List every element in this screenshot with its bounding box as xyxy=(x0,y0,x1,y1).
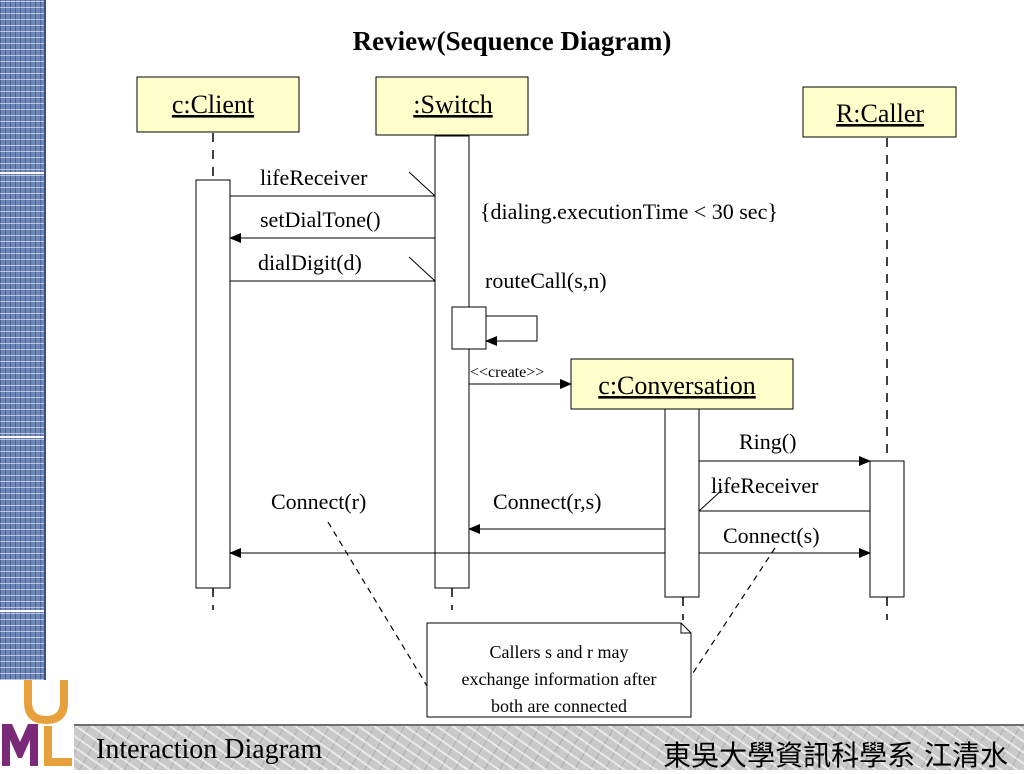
footer-left-text: Interaction Diagram xyxy=(96,734,323,765)
object-switch-label: :Switch xyxy=(413,90,492,119)
object-client-label: c:Client xyxy=(172,90,255,119)
msg-life-receiver-2: lifeReceiver xyxy=(711,473,819,498)
msg-route-call: routeCall(s,n) xyxy=(485,268,607,293)
object-caller-label: R:Caller xyxy=(836,99,924,128)
uml-logo-icon xyxy=(2,680,72,766)
note-line-2: exchange information after xyxy=(462,669,657,689)
msg-create: <<create>> xyxy=(470,364,544,381)
msg-connect-r: Connect(r) xyxy=(271,489,366,514)
object-conversation: c:Conversation xyxy=(570,358,794,410)
object-caller: R:Caller xyxy=(802,86,957,138)
msg-ring: Ring() xyxy=(739,429,796,454)
note: Callers s and r may exchange information… xyxy=(426,622,692,718)
note-connectors xyxy=(327,521,776,687)
object-switch: :Switch xyxy=(375,76,529,136)
activation-bars xyxy=(195,135,905,598)
message-labels: lifeReceiver setDialTone() dialDigit(d) … xyxy=(258,165,820,548)
object-client: c:Client xyxy=(136,76,300,133)
msg-set-dial-tone: setDialTone() xyxy=(260,207,381,232)
lifelines xyxy=(212,133,888,620)
note-line-1: Callers s and r may xyxy=(490,642,629,662)
msg-life-receiver-1: lifeReceiver xyxy=(260,165,368,190)
message-lines xyxy=(229,171,871,558)
footer-right-text: 東吳大學資訊科學系 江清水 xyxy=(663,739,1008,772)
object-conversation-label: c:Conversation xyxy=(598,371,755,400)
msg-connect-s: Connect(s) xyxy=(723,523,820,548)
page-title: Review(Sequence Diagram) xyxy=(352,26,672,56)
note-line-3: both are connected xyxy=(491,696,627,716)
msg-constraint: {dialing.executionTime < 30 sec} xyxy=(480,199,778,224)
left-decorative-bar xyxy=(0,0,46,680)
msg-dial-digit: dialDigit(d) xyxy=(258,250,362,275)
footer-bar: Interaction Diagram 東吳大學資訊科學系 江清水 xyxy=(74,724,1024,772)
msg-connect-rs: Connect(r,s) xyxy=(493,489,601,514)
